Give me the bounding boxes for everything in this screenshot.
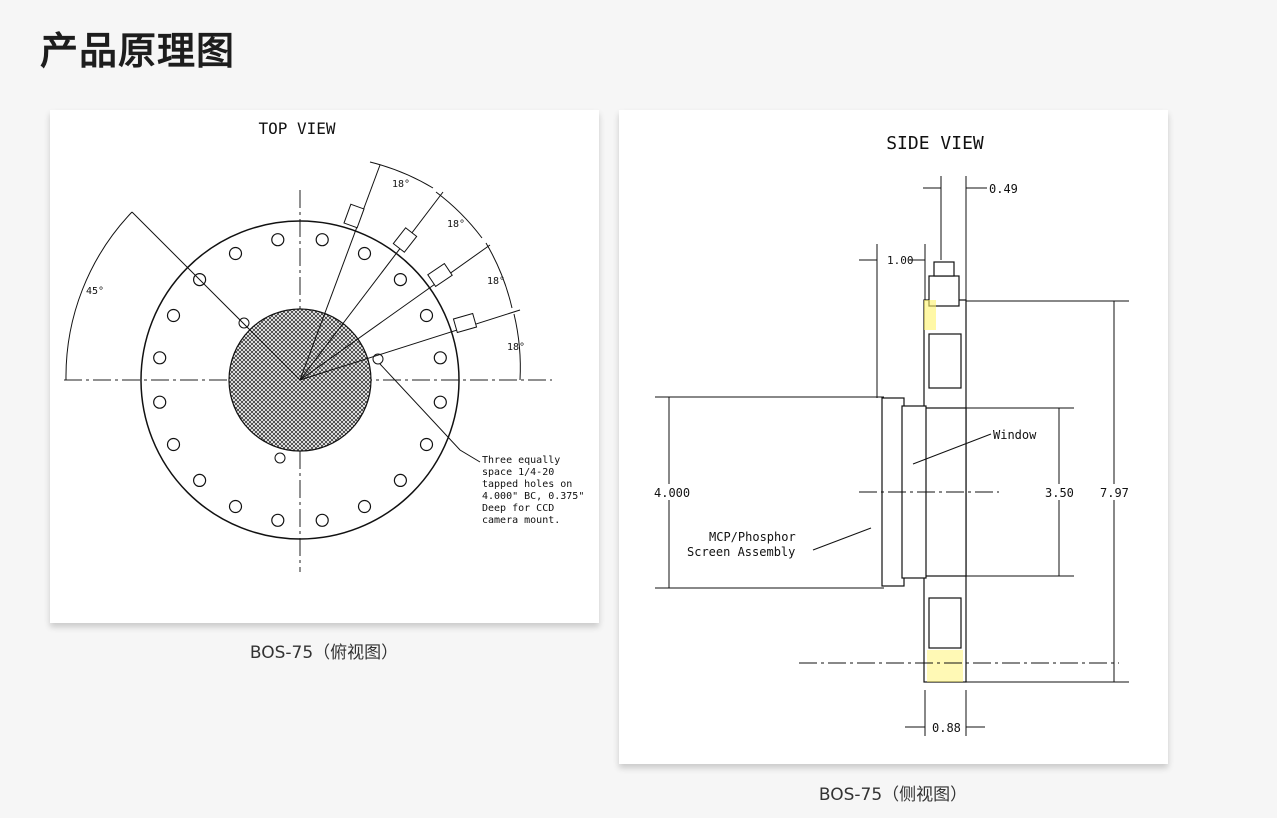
angle-18-arc (485, 242, 513, 309)
angle-45-leader (131, 211, 301, 381)
side-view-drawing: SIDE VIEW 0.49 1.00 (653, 133, 1131, 736)
top-port-fitting-cap (933, 261, 955, 277)
angle-18-arc (369, 161, 434, 189)
side-view-diagram-card: SIDE VIEW 0.49 1.00 (619, 110, 1168, 764)
ccd-mount-hole (274, 452, 286, 464)
window-label: Window (993, 428, 1037, 442)
bolt-hole (433, 351, 447, 365)
ccd-mount-hole (238, 317, 250, 329)
lower-pocket (928, 597, 962, 649)
top-view-drawing: TOP VIEW 45° (64, 119, 584, 572)
angle-18-label: 18° (487, 276, 505, 287)
bolt-hole-group (153, 233, 447, 527)
top-view-diagram-card: TOP VIEW 45° (50, 110, 599, 623)
angle-18-label: 18° (507, 342, 525, 353)
port-fitting (427, 262, 453, 288)
dim-100-label: 1.00 (887, 254, 914, 267)
angle-18-label: 18° (447, 219, 465, 230)
side-view-heading: SIDE VIEW (886, 133, 984, 154)
svg-text:4.000" BC, 0.375": 4.000" BC, 0.375" (482, 491, 584, 502)
bolt-hole (419, 437, 434, 452)
svg-text:Three equally: Three equally (482, 455, 560, 466)
tapped-holes-note: Three equally space 1/4-20 tapped holes … (482, 455, 584, 526)
dim-797-label: 7.97 (1100, 486, 1129, 500)
dim-350-label: 3.50 (1045, 486, 1074, 500)
page-title: 产品原理图 (40, 29, 236, 73)
port-ray-1 (299, 164, 381, 381)
note-leader-line (379, 363, 481, 463)
bolt-hole (166, 308, 181, 323)
angle-18-arc (513, 313, 521, 381)
bolt-hole (433, 395, 447, 409)
port-fitting (343, 203, 365, 229)
bolt-hole (357, 246, 372, 261)
outer-flange-circle (140, 220, 460, 540)
port-fitting (452, 312, 478, 334)
bolt-hole (153, 351, 167, 365)
port-ray-2 (299, 191, 444, 381)
bolt-hole (393, 473, 407, 487)
angle-18-label: 18° (392, 179, 410, 190)
angle-18-arc (435, 191, 483, 239)
bolt-hole (271, 513, 285, 527)
dim-088-label: 0.88 (932, 721, 961, 735)
bolt-hole (419, 308, 434, 323)
angle-45-arc (65, 211, 133, 381)
bolt-hole (271, 233, 285, 247)
svg-text:camera mount.: camera mount. (482, 515, 560, 526)
upper-pocket (928, 333, 962, 389)
bolt-hole (228, 499, 243, 514)
mcp-label-line2: Screen Assembly (687, 545, 795, 559)
bolt-hole (315, 513, 329, 527)
top-view-heading: TOP VIEW (258, 119, 335, 138)
bolt-hole (357, 499, 372, 514)
window-leader (912, 433, 992, 465)
port-ray-3 (299, 244, 491, 381)
port-ray-4 (299, 309, 521, 381)
thread-highlight (924, 300, 936, 330)
bolt-hole (228, 246, 243, 261)
thread-highlight (927, 650, 963, 682)
bolt-hole (166, 437, 181, 452)
svg-text:space 1/4-20: space 1/4-20 (482, 467, 554, 478)
bolt-hole (315, 233, 329, 247)
mcp-label-line1: MCP/Phosphor (709, 530, 796, 544)
top-view-caption: BOS-75（俯视图） (249, 643, 399, 663)
dim-4000-label: 4.000 (654, 486, 690, 500)
svg-text:Deep for CCD: Deep for CCD (482, 503, 554, 514)
bolt-hole (393, 273, 407, 287)
port-fitting (392, 227, 418, 253)
svg-text:tapped holes on: tapped holes on (482, 479, 572, 490)
angle-45-label: 45° (86, 286, 104, 297)
dim-049-label: 0.49 (989, 182, 1018, 196)
mcp-leader (812, 527, 872, 551)
side-view-caption: BOS-75（侧视图） (818, 785, 968, 805)
bolt-hole (193, 473, 207, 487)
bolt-hole (153, 395, 167, 409)
